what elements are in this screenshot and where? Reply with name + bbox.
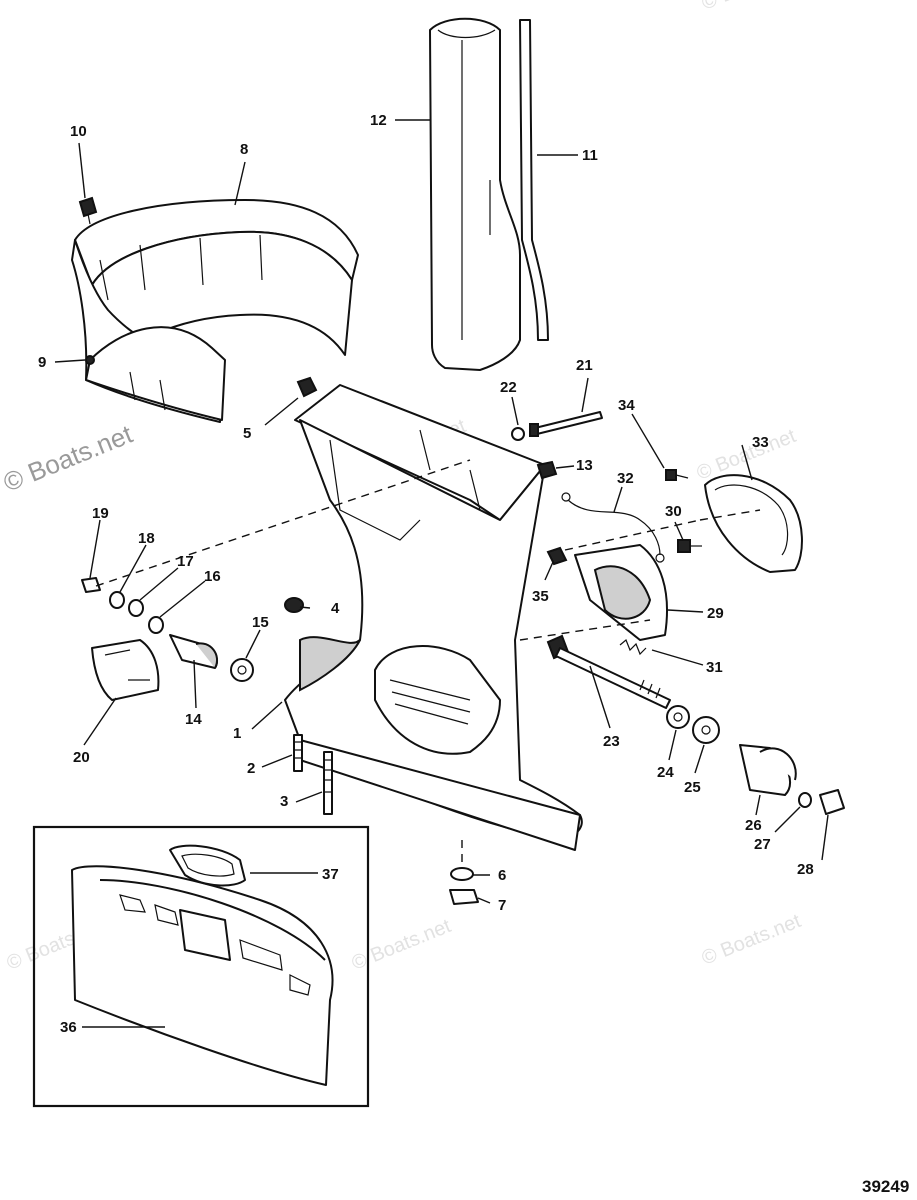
callout-30: 30 (665, 503, 682, 520)
callout-21: 21 (576, 357, 593, 374)
part-25-washer (692, 716, 720, 744)
part-37-gasket (169, 844, 246, 887)
part-34-screw (665, 469, 689, 481)
callout-19: 19 (92, 505, 109, 522)
axis-line (699, 509, 761, 521)
part-16-washer (148, 616, 164, 634)
part-30-screw (677, 539, 702, 553)
callout-3: 3 (280, 793, 288, 810)
watermark-main: © Boats.net (0, 418, 137, 497)
part-36-plate (71, 865, 334, 1086)
callout-33: 33 (752, 434, 769, 451)
callout-31: 31 (706, 659, 723, 676)
part-4-plug (284, 597, 304, 613)
callout-36: 36 (60, 1019, 77, 1036)
part-35-nut (546, 546, 568, 566)
part-31-spring (619, 639, 647, 656)
callout-29: 29 (707, 605, 724, 622)
inset-frame (32, 825, 370, 1108)
part-9-cowl-front (71, 239, 226, 423)
callout-34: 34 (618, 397, 635, 414)
callout-8: 8 (240, 141, 248, 158)
part-12-exhaust-tube (429, 17, 521, 371)
part-21-screw (529, 411, 603, 437)
callout-labels: 1 2 3 4 5 6 7 8 9 10 11 12 13 14 15 16 1… (38, 112, 814, 1036)
callout-2: 2 (247, 760, 255, 777)
callout-18: 18 (138, 530, 155, 547)
callout-5: 5 (243, 425, 251, 442)
part-2-stud (293, 734, 303, 772)
callout-28: 28 (797, 861, 814, 878)
callout-37: 37 (322, 866, 339, 883)
callout-16: 16 (204, 568, 221, 585)
callout-15: 15 (252, 614, 269, 631)
part-14-mount (169, 634, 218, 669)
part-27-washer (798, 792, 812, 808)
callout-14: 14 (185, 711, 202, 728)
callout-9: 9 (38, 354, 46, 371)
part-32-ground-wire (567, 499, 661, 556)
callout-11: 11 (582, 147, 598, 164)
callout-13: 13 (576, 457, 593, 474)
callout-25: 25 (684, 779, 701, 796)
part-10-screw (78, 196, 98, 225)
callout-4: 4 (331, 600, 340, 617)
watermark-faint: © Boats.net (699, 910, 805, 970)
part-3-stud (323, 751, 333, 815)
callout-20: 20 (73, 749, 90, 766)
part-7-nut (449, 889, 479, 905)
part-32-terminal (655, 553, 665, 563)
callout-27: 27 (754, 836, 771, 853)
axis-line (564, 519, 701, 551)
watermark-faint: © Boats.net (699, 0, 805, 15)
part-26-mount (739, 744, 797, 796)
callout-23: 23 (603, 733, 620, 750)
axis-line (95, 459, 471, 587)
part-6-washer (450, 867, 474, 881)
part-28-nut (819, 789, 845, 815)
callout-35: 35 (532, 588, 549, 605)
watermark-faint: © Boats.net (349, 915, 455, 975)
callout-32: 32 (617, 470, 634, 487)
callout-17: 17 (177, 553, 194, 570)
callout-1: 1 (233, 725, 241, 742)
callout-22: 22 (500, 379, 517, 396)
callout-12: 12 (370, 112, 387, 129)
part-18-washer (109, 591, 125, 609)
part-9-fastener (85, 355, 95, 365)
callout-7: 7 (498, 897, 506, 914)
part-15-washer (230, 658, 254, 682)
part-32-terminal (561, 492, 571, 502)
part-29-plate (574, 544, 668, 641)
callout-10: 10 (70, 123, 87, 140)
leader-lines (54, 119, 829, 1028)
part-24-washer (666, 705, 690, 729)
figure-number: 39249 (862, 1177, 909, 1196)
callout-6: 6 (498, 867, 506, 884)
callout-26: 26 (745, 817, 762, 834)
part-23-bolt (546, 634, 671, 709)
part-1-driveshaft-housing (284, 384, 583, 851)
part-11-water-tube (519, 19, 549, 341)
part-5-nut (296, 376, 318, 398)
part-17-washer (128, 599, 144, 617)
part-33-cover (704, 474, 803, 573)
part-13-nut (536, 460, 558, 480)
part-20-bracket (91, 639, 160, 701)
part-19-nut (81, 577, 101, 593)
part-22-washer (511, 427, 525, 441)
callout-24: 24 (657, 764, 674, 781)
axis-line (519, 619, 651, 641)
